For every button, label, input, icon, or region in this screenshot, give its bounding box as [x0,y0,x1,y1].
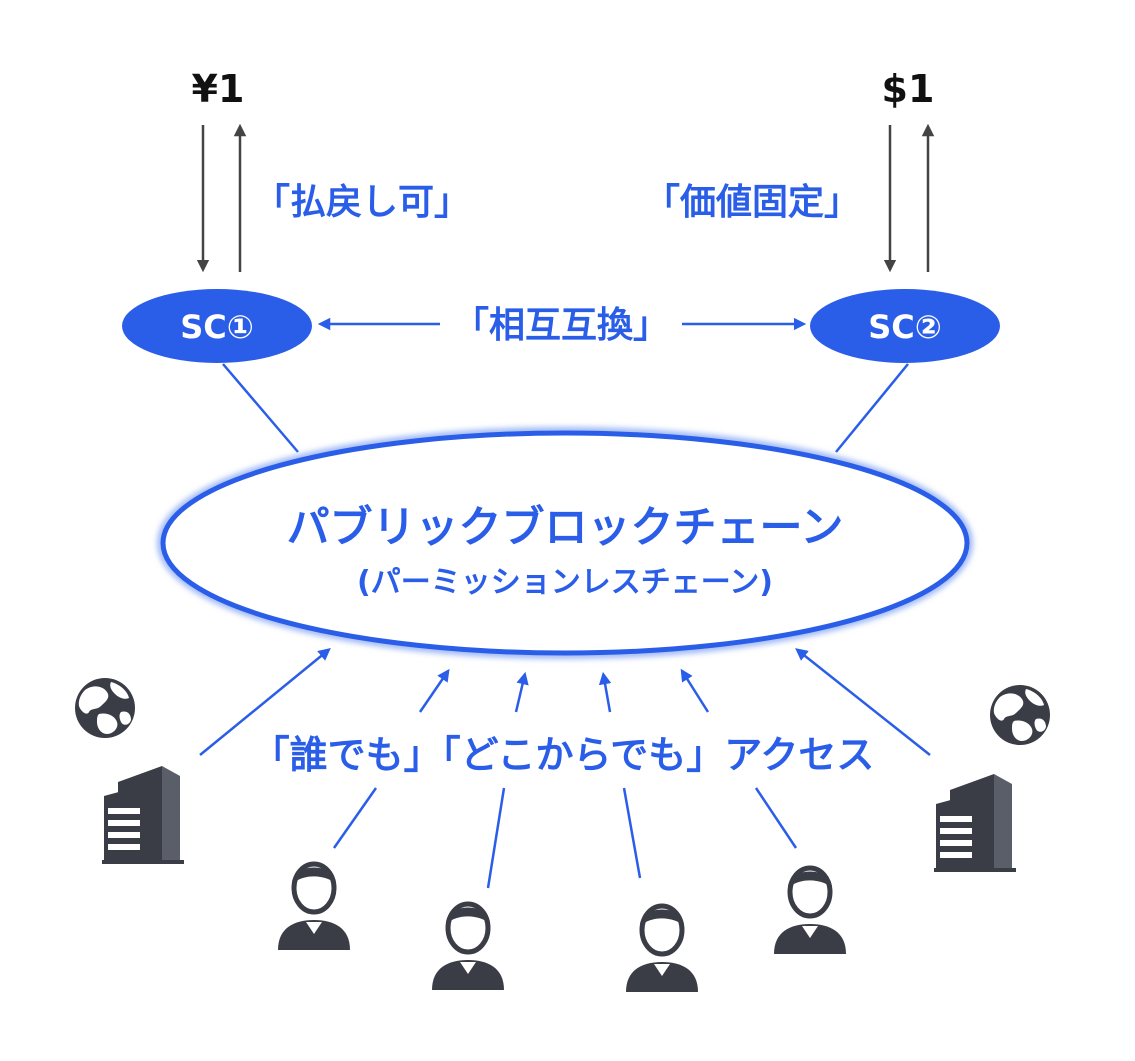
person-icon [278,864,350,950]
access-arrow-building-left [199,648,331,756]
access-label: 「誰でも」「どこからでも」アクセス [252,733,875,777]
access-arrow-2 [514,671,529,713]
person4-connector [754,787,798,849]
access-arrow-1 [418,668,450,713]
mutual-exchange-label: 「相互互換」 [453,305,669,346]
building-icon [102,766,184,864]
person-icon [626,906,698,992]
access-arrow-3 [598,671,612,713]
person2-connector [486,787,506,889]
sc1-chain-connector [222,363,299,453]
globe-icon [75,678,135,738]
building-icon [934,774,1016,872]
person-icon [774,868,846,954]
person-icon [432,904,504,990]
globe-icon [990,685,1050,745]
access-arrow-building-right [795,648,931,756]
sc2-label: SC② [868,308,942,346]
person1-connector [332,787,378,849]
chain-title: パブリックブロックチェーン [287,503,844,553]
chain-subtitle: (パーミッションレスチェーン) [357,565,773,600]
person3-connector [622,787,642,879]
currency-yen-label: ¥1 [192,67,245,111]
currency-dollar-label: $1 [882,67,935,111]
value-fixed-label: 「価値固定」 [644,182,860,223]
sc1-node [122,289,312,363]
sc2-node [810,289,1000,363]
refundable-label: 「払戻し可」 [254,182,470,223]
access-arrow-4 [680,668,710,713]
sc1-label: SC① [180,308,254,346]
public-blockchain-ellipse [160,430,970,656]
sc2-chain-connector [835,363,909,453]
